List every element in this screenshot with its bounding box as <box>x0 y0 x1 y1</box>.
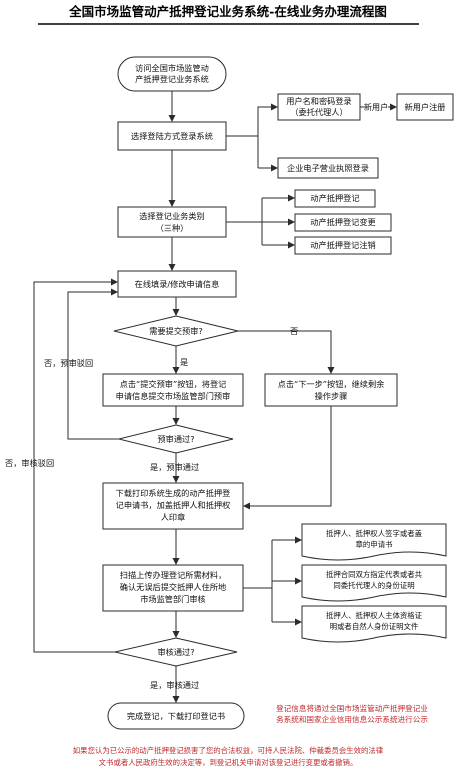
page-title: 全国市场监管动产抵押登记业务系统-在线业务办理流程图 <box>68 4 387 19</box>
upload-label-3: 市场监管部门审核 <box>140 594 206 604</box>
doc-3-label-1: 抵押人、抵押权人主体资格证 <box>326 611 423 620</box>
choose-type-label-1: 选择登记业务类别 <box>139 211 205 221</box>
next-step-label-2: 操作步骤 <box>315 391 348 401</box>
doc-2-label-1: 抵押合同双方指定代表或者共 <box>326 570 423 579</box>
next-step-label-1: 点击“下一步”按钮，继续剩余 <box>278 379 385 389</box>
print-form-label-3: 人印章 <box>161 512 186 522</box>
visit-label-2: 产抵押登记业务系统 <box>135 74 209 84</box>
print-form-label-2: 记申请书，加盖抵押人和抵押权 <box>116 500 231 510</box>
upload-label-2: 确认无误后提交抵押人住所地 <box>120 582 226 592</box>
review-yes-label: 是，审核通过 <box>150 680 199 690</box>
complete-node <box>107 702 245 730</box>
visit-label-1: 访问全国市场监管动 <box>135 63 209 73</box>
type-3-node <box>294 236 392 255</box>
precheck-yes-label: 是 <box>180 357 188 367</box>
doc-2-label-2: 同委托代理人的身份证明 <box>333 581 414 590</box>
type-2-label: 动产抵押登记变更 <box>310 217 376 227</box>
print-form-label-1: 下载打印系统生成的动产抵押登 <box>116 488 231 498</box>
new-user-label: 新用户 <box>364 102 389 112</box>
type-1-node <box>294 189 376 208</box>
doc-1-label-1: 抵押人、抵押权人签字或者盖 <box>326 529 423 538</box>
upload-label-1: 扫描上传办理登记所需材料， <box>120 570 226 580</box>
publicity-note-2: 务系统和国家企业信用信息公示系统进行公示 <box>276 714 428 724</box>
review-pass-label: 审核通过? <box>157 647 194 657</box>
type-1-label: 动产抵押登记 <box>310 193 359 203</box>
user-login-label-1: 用户名和密码登录 <box>286 96 352 106</box>
doc-1-label-2: 章的申请书 <box>356 540 394 549</box>
precheck-no-label: 否 <box>290 326 298 336</box>
connectors <box>33 91 397 703</box>
fill-form-node <box>117 270 237 298</box>
doc-3-shape <box>301 605 447 643</box>
doc-3-label-2: 明或者自然人身份证明文件 <box>330 622 419 631</box>
bottom-note-1: 如果您认为已公示的动产抵押登记损害了您的合法权益，可持人民法院、仲裁委员会生效的… <box>73 746 384 755</box>
type-2-node <box>294 213 392 232</box>
choose-type-label-2: （三种） <box>156 223 189 233</box>
precheck-yes-pass-label: 是，预审通过 <box>150 462 199 472</box>
submit-precheck-node <box>102 373 244 407</box>
review-reject-label: 否，审核驳回 <box>5 458 54 468</box>
new-user-register-node <box>396 93 454 121</box>
publicity-note-1: 登记信息将通过全国市场监管动产抵押登记业 <box>276 703 428 713</box>
submit-precheck-label-1: 点击“提交预审”按钮，将登记 <box>120 379 227 389</box>
fill-form-label: 在线填录/修改申请信息 <box>135 279 220 289</box>
need-precheck-label: 需要提交预审? <box>149 326 202 336</box>
type-3-label: 动产抵押登记注销 <box>310 240 376 250</box>
enterprise-license-login-node <box>277 157 379 179</box>
precheck-pass-label: 预审通过? <box>157 434 194 444</box>
user-login-label-2: （委托代理人） <box>290 107 347 117</box>
complete-label: 完成登记，下载打印登记书 <box>127 711 225 721</box>
submit-precheck-label-2: 申请信息提交市场监管部门预审 <box>116 391 231 401</box>
choose-login-label: 选择登陆方式登录系统 <box>131 131 213 141</box>
bottom-note-2: 文书或者人民政府生效的决定等，到登记机关申请对该登记进行变更或者撤销。 <box>99 758 358 767</box>
precheck-reject-label: 否，预审驳回 <box>44 358 93 368</box>
doc-2-shape <box>301 564 447 602</box>
enterprise-login-label: 企业电子营业执照登录 <box>287 163 369 173</box>
doc-1-shape <box>301 523 447 561</box>
new-user-register-label: 新用户注册 <box>405 102 446 112</box>
